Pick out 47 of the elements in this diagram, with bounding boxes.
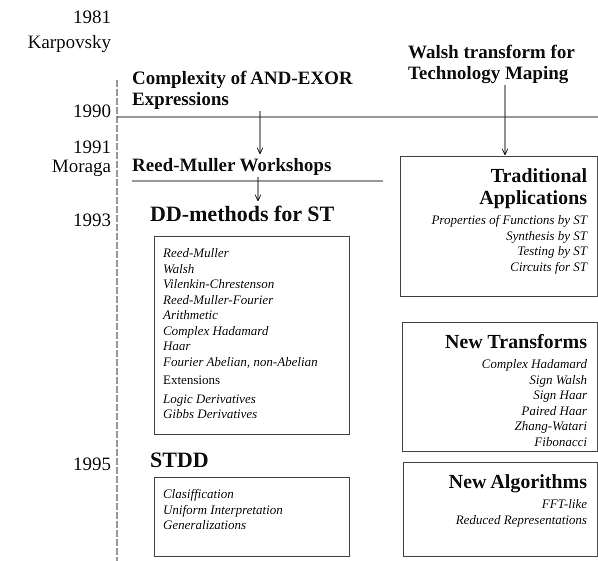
list-item: Generalizations [163,517,246,532]
topic-panel [402,322,598,452]
author-label: Moraga [50,157,111,177]
list-item: Logic Derivatives [163,390,256,406]
heading-text: Complexity of AND-EXOR Expressions [132,68,402,110]
list-item: Extensions [163,372,220,388]
list-item: Reed-Muller-Fourier [163,292,274,307]
year-label: 1990 [72,102,111,122]
heading-text: Traditional Applications [478,165,587,209]
arrow [256,110,264,154]
year-label: 1981 [72,8,111,28]
list-item: Walsh [163,260,194,276]
list-item: Reduced Representations [456,512,587,527]
list-item: Zhang-Watari [514,418,587,434]
list-item: Properties of Functions by ST [431,212,587,228]
heading-text: STDD [150,448,209,472]
list-item: Fourier Abelian, non-Abelian [163,354,318,369]
arrow [502,84,508,156]
list-item: FFT-like [542,496,587,512]
list-item: Sign Walsh [529,372,587,387]
list-item: Complex Hadamard [482,356,587,372]
list-item: Circuits for ST [510,258,587,274]
author-label: Karpovsky [26,33,111,53]
list-item: Fibonacci [534,434,587,449]
topic-panel [400,156,598,297]
list-item: Reed-Muller [163,245,229,260]
list-item: Gibbs Derivatives [163,406,258,422]
list-item: Sign Haar [533,387,587,402]
list-item: Complex Hadamard [163,322,268,338]
list-item: Haar [163,338,190,354]
list-item: Paired Haar [521,402,587,418]
arrow [254,176,262,202]
list-item: Arithmetic [163,307,218,322]
heading-text: DD-methods for ST [150,202,334,226]
list-item: Vilenkin-Chrestenson [163,276,274,292]
year-label: 1991 [72,138,111,158]
year-label: 1995 [72,455,111,475]
list-item: Clasiffication [163,486,234,502]
list-item: Testing by ST [517,243,587,258]
topic-panel [403,462,598,557]
heading-text: New Transforms [444,331,587,353]
heading-text: Walsh transform for Technology Maping [408,42,598,84]
year-label: 1993 [72,211,111,231]
list-item: Synthesis by ST [506,228,587,243]
list-item: Uniform Interpretation [163,502,283,517]
heading-text: New Algorithms [448,471,587,493]
heading-text: Reed-Muller Workshops [132,155,382,176]
